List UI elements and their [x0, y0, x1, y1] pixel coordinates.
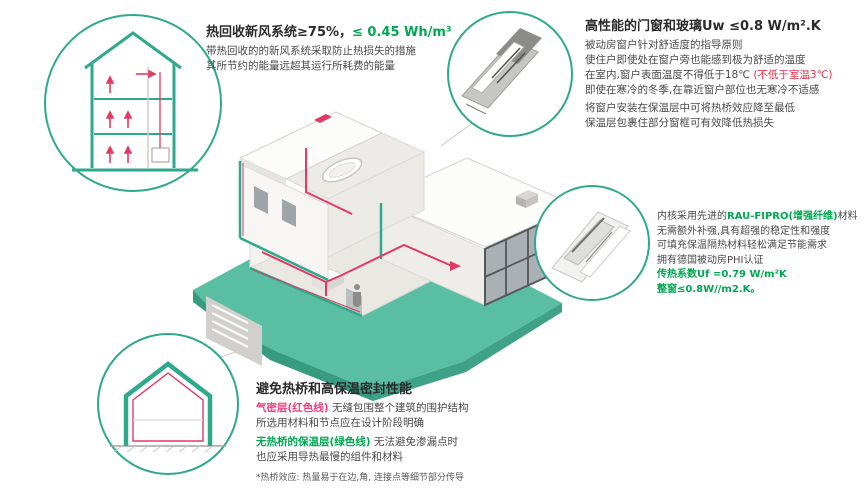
- main-volume: [238, 111, 426, 281]
- thermal-line: 气密层(红色线) 无缝包围整个建筑的围护结构: [256, 402, 469, 414]
- profile-line: 拥有德国被动房PHI认证: [657, 254, 764, 266]
- profile-text-block: 内核采用先进的RAU-FIPRO(增强纤维)材料 无需额外补强,具有超强的稳定性…: [657, 210, 858, 297]
- ventilation-title-value: ≤ 0.45 Wh/m³: [352, 25, 452, 40]
- roof-unit: [516, 190, 538, 208]
- duct-arrowhead: [450, 261, 461, 271]
- window-profile-render: [551, 211, 631, 283]
- windows-line: 使住户即使处在窗户旁也能感到极为舒适的温度: [585, 54, 806, 66]
- ventilation-body-line: 带热回收的的新风系统采取防止热损失的措施: [206, 45, 416, 57]
- windows-title: 高性能的门窗和玻璃Uw ≤0.8 W/m².K: [585, 19, 821, 34]
- red-ductwork: [261, 148, 453, 296]
- person-figure: [353, 284, 361, 307]
- window-opening: [254, 186, 268, 214]
- ventilation-callout: [44, 14, 222, 192]
- profile-line: 无需额外补强,具有超强的稳定性和强度: [657, 225, 831, 237]
- thermal-callout: [97, 333, 239, 475]
- windows-line: 保温层包裹住部分窗框可有效降低热损失: [585, 117, 774, 129]
- windows-line: 在室内,窗户表面温度不得低于18℃ (不低于室温3℃): [585, 69, 833, 81]
- profile-line: 内核采用先进的RAU-FIPRO(增强纤维)材料: [657, 211, 858, 222]
- ventilation-title-main: 热回收新风系统≥75%，: [206, 25, 353, 40]
- exterior-stairs: [211, 304, 249, 348]
- window-corner-detail: [461, 28, 542, 115]
- profile-uw-value: 整窗≤0.8W//m2.K。: [657, 283, 761, 295]
- thermal-line: 无热桥的保温层(绿色线) 无法避免渗漏点时: [256, 436, 458, 448]
- windows-line-red: (不低于室温3℃): [753, 69, 833, 81]
- thermal-text-block: 避免热桥和高保温密封性能 气密层(红色线) 无缝包围整个建筑的围护结构 所选用材…: [256, 378, 468, 484]
- insulation-layer-label: 无热桥的保温层(绿色线): [256, 436, 371, 448]
- ventilation-body-line: 其所节约的能量远超其运行所耗费的能量: [206, 60, 395, 72]
- ventilation-section-diagram: [72, 31, 198, 172]
- profile-material-name: RAU-FIPRO(增强纤维): [727, 211, 838, 222]
- ventilation-title: 热回收新风系统≥75%，≤ 0.45 Wh/m³: [206, 21, 452, 40]
- windows-line: 将窗户安装在保温层中可将热桥效应降至最低: [585, 102, 795, 114]
- thermal-line: 所选用材料和节点应在设计阶段明确: [256, 417, 424, 429]
- roof-vent: [314, 114, 332, 123]
- windows-text-block: 高性能的门窗和玻璃Uw ≤0.8 W/m².K 被动房窗户针对舒适度的指导原则 …: [585, 15, 833, 131]
- windows-line: 被动房窗户针对舒适度的指导原则: [585, 39, 743, 51]
- insulation-green-line: [123, 361, 213, 446]
- thermal-line: 也应采用导热最慢的组件和材料: [256, 451, 403, 463]
- window-corner-callout: [447, 11, 573, 137]
- window-profile-callout: [534, 185, 650, 301]
- airtight-red-line: [132, 372, 204, 442]
- windows-line: 即使在寒冷的冬季,在靠近窗户部位也无寒冷不适感: [585, 84, 820, 96]
- bathtub: [321, 157, 363, 183]
- ventilation-text-block: 热回收新风系统≥75%，≤ 0.45 Wh/m³ 带热回收的的新风系统采取防止热…: [206, 21, 452, 74]
- house-cutaway-illustration: [238, 111, 579, 318]
- airtight-layer-label: 气密层(红色线): [256, 402, 329, 414]
- window-opening: [282, 199, 296, 227]
- airflow-arrows: [105, 69, 157, 163]
- insulation-section-diagram: [110, 361, 226, 453]
- airtight-edge-lines: [242, 163, 361, 313]
- thermal-footnote: *热桥效应: 热量易于在边,角, 连接点等细节部分传导: [256, 473, 464, 483]
- heat-recovery-unit: [151, 147, 170, 163]
- thermal-title: 避免热桥和高保温密封性能: [256, 382, 413, 397]
- profile-line: 可填充保温隔热材料轻松满足节能需求: [657, 240, 827, 251]
- profile-uf-value: 传热系数Uf =0.79 W/m²K: [657, 269, 787, 280]
